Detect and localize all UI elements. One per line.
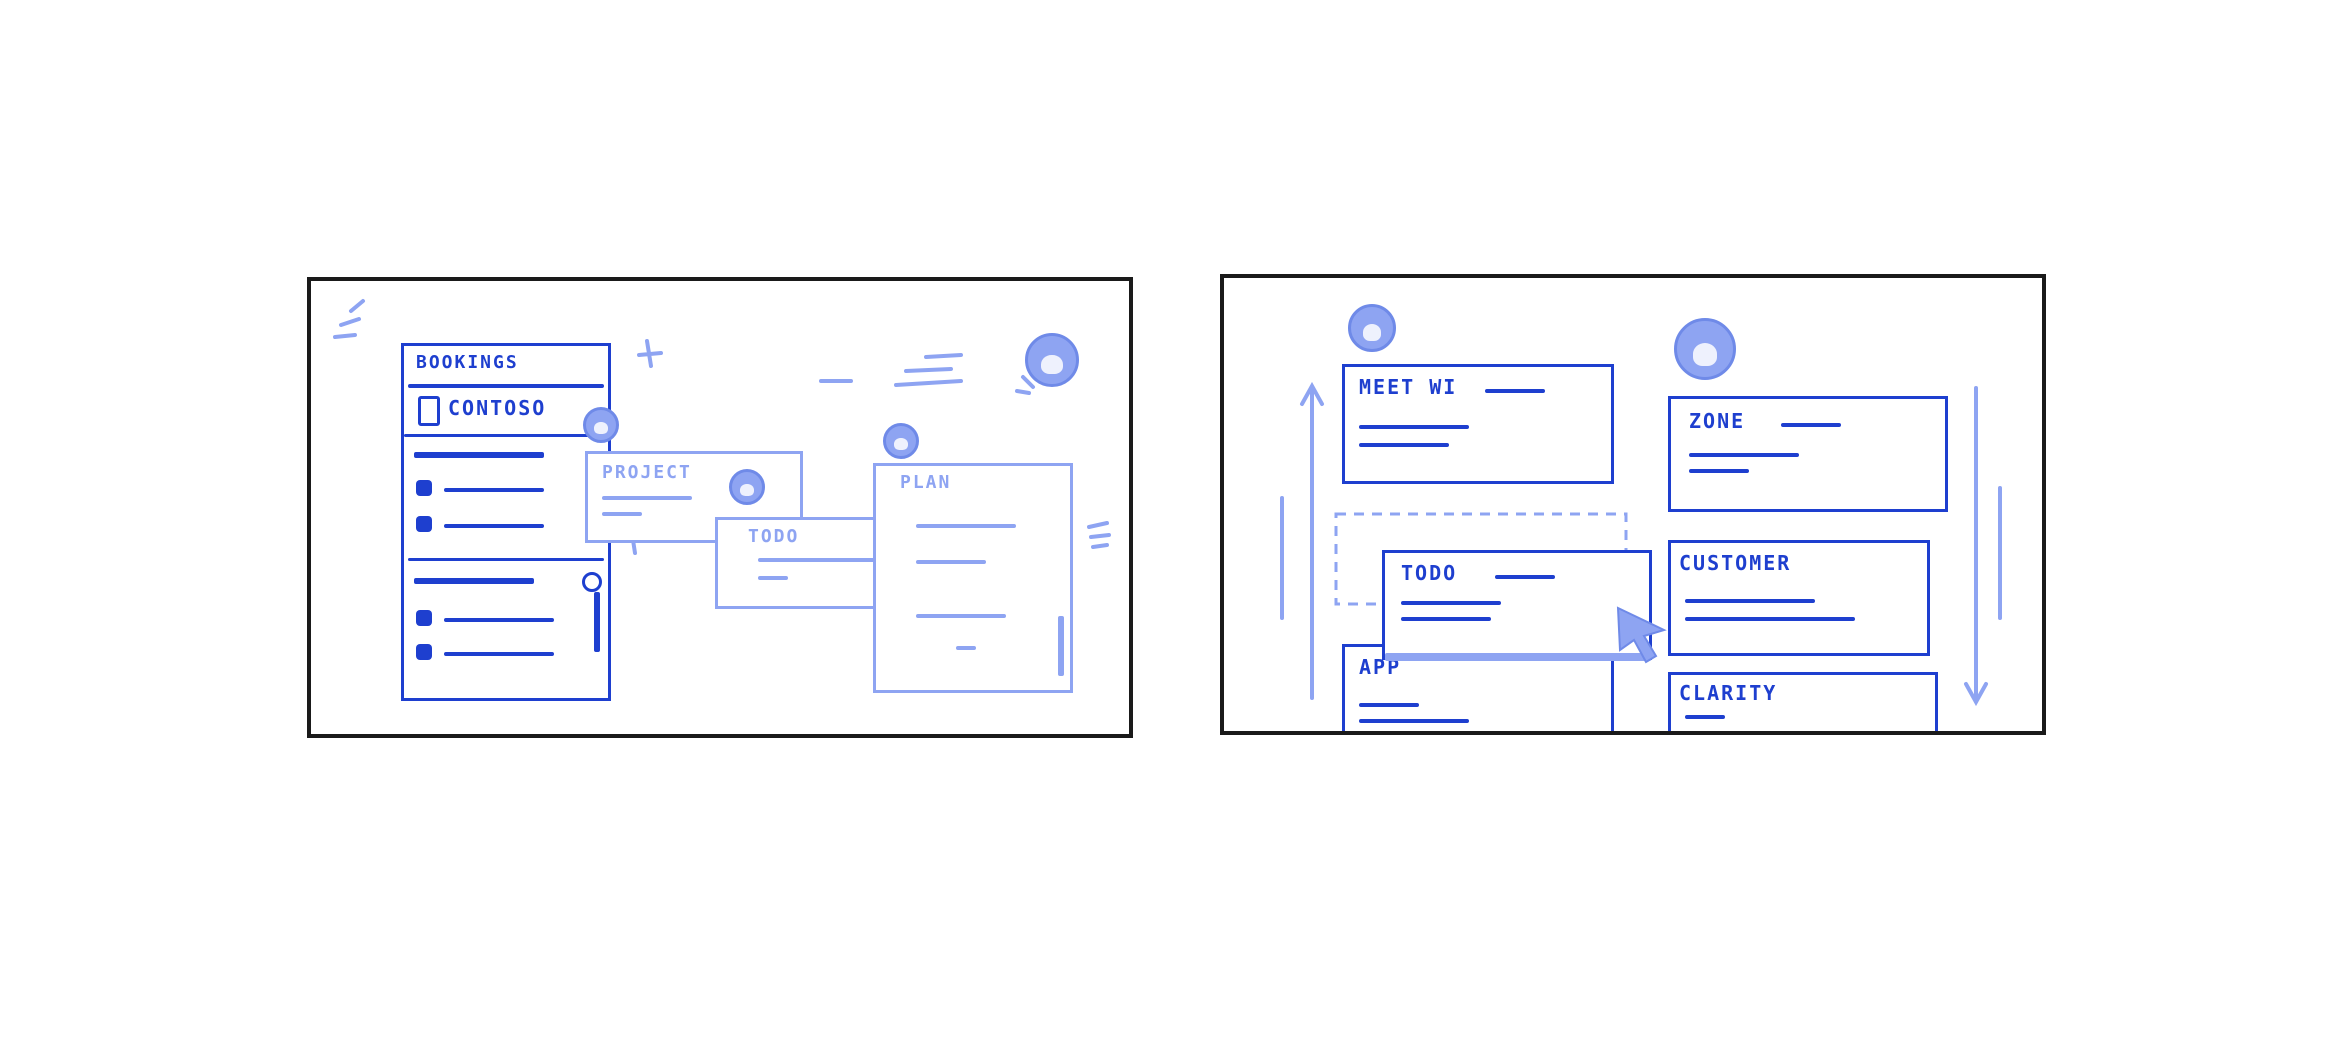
nav-item-3[interactable] bbox=[444, 618, 554, 622]
avatar-icon bbox=[883, 423, 919, 459]
todo-card-title-line bbox=[1495, 575, 1555, 579]
avatar-icon bbox=[729, 469, 765, 505]
customer-card[interactable]: CUSTOMER bbox=[1668, 540, 1930, 656]
project-card-line-2 bbox=[602, 512, 642, 516]
customer-card-line-1 bbox=[1685, 599, 1815, 603]
meet-card-line-1 bbox=[1359, 425, 1469, 429]
search-icon[interactable] bbox=[582, 572, 602, 592]
clarity-card-title: CLARITY bbox=[1679, 681, 1778, 705]
right-sketch-frame: MEET WI ZONE TODO CUSTOMER APP CLARITY bbox=[1220, 274, 2046, 735]
project-card-title: PROJECT bbox=[602, 462, 692, 483]
todo-card-title: TODO bbox=[748, 526, 800, 547]
todo-card[interactable]: TODO bbox=[1382, 550, 1652, 661]
clarity-card-line-1 bbox=[1685, 715, 1725, 719]
meet-card[interactable]: MEET WI bbox=[1342, 364, 1614, 484]
plan-scrollbar[interactable] bbox=[1058, 616, 1064, 676]
todo-card-title: TODO bbox=[1401, 561, 1458, 585]
left-sketch-frame: BOOKINGS CONTOSO PROJECT TODO PLAN bbox=[307, 277, 1133, 738]
nav-icon-2 bbox=[416, 516, 432, 532]
app-title: BOOKINGS bbox=[416, 352, 519, 373]
todo-card-line-1 bbox=[1401, 601, 1501, 605]
app-card-line-1 bbox=[1359, 703, 1419, 707]
customer-card-title: CUSTOMER bbox=[1679, 551, 1792, 575]
sidebar-panel: BOOKINGS CONTOSO bbox=[401, 343, 611, 701]
todo-card-shadow bbox=[1385, 653, 1651, 661]
plan-card-title: PLAN bbox=[900, 472, 952, 493]
avatar-icon bbox=[583, 407, 619, 443]
org-name[interactable]: CONTOSO bbox=[448, 396, 547, 420]
section-heading-1 bbox=[414, 452, 544, 458]
zone-card-title: ZONE bbox=[1689, 409, 1746, 433]
plan-card-line-1 bbox=[916, 524, 1016, 528]
zone-card-line-2 bbox=[1689, 469, 1749, 473]
todo-card-line-2 bbox=[758, 576, 788, 580]
meet-card-line-2 bbox=[1359, 443, 1449, 447]
user-avatar-icon[interactable] bbox=[1025, 333, 1079, 387]
project-card-line-1 bbox=[602, 496, 692, 500]
scroll-arrows bbox=[1280, 381, 2002, 707]
avatar-icon bbox=[1348, 304, 1396, 352]
plan-card-line-4 bbox=[956, 646, 976, 650]
clarity-card[interactable]: CLARITY bbox=[1668, 672, 1938, 731]
section-heading-2 bbox=[414, 578, 534, 584]
scrollbar[interactable] bbox=[594, 592, 600, 652]
avatar-icon bbox=[1674, 318, 1736, 380]
nav-item-4[interactable] bbox=[444, 652, 554, 656]
org-icon bbox=[418, 396, 440, 426]
todo-card-line-2 bbox=[1401, 617, 1491, 621]
section-divider bbox=[408, 558, 604, 561]
org-divider bbox=[404, 434, 610, 437]
nav-icon-3 bbox=[416, 610, 432, 626]
nav-item-1[interactable] bbox=[444, 488, 544, 492]
header-underline bbox=[408, 384, 604, 388]
drag-cursor-icon bbox=[1616, 606, 1667, 664]
nav-icon-4 bbox=[416, 644, 432, 660]
zone-card-line-1 bbox=[1689, 453, 1799, 457]
nav-item-2[interactable] bbox=[444, 524, 544, 528]
plan-card-line-3 bbox=[916, 614, 1006, 618]
todo-card-line-1 bbox=[758, 558, 888, 562]
customer-card-line-2 bbox=[1685, 617, 1855, 621]
plan-card[interactable]: PLAN bbox=[873, 463, 1073, 693]
nav-icon-1 bbox=[416, 480, 432, 496]
meet-card-title: MEET WI bbox=[1359, 375, 1458, 399]
zone-card-title-line bbox=[1781, 423, 1841, 427]
meet-card-title-line bbox=[1485, 389, 1545, 393]
plan-card-line-2 bbox=[916, 560, 986, 564]
zone-card[interactable]: ZONE bbox=[1668, 396, 1948, 512]
app-card-line-2 bbox=[1359, 719, 1469, 723]
